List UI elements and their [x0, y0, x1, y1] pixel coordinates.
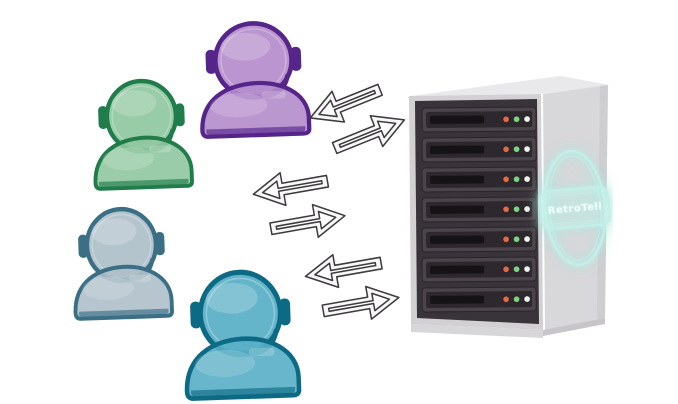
led-indicator	[502, 145, 510, 153]
led-indicator	[502, 295, 510, 303]
drive-slot	[430, 235, 485, 244]
arrow-right-icon	[269, 203, 346, 238]
logo-band-inner	[544, 191, 606, 225]
server-base	[411, 324, 543, 338]
led-indicator	[523, 145, 531, 153]
drive-slot	[430, 115, 485, 124]
server-side-panel	[543, 85, 608, 332]
server-top-face	[411, 76, 610, 96]
drive-bay	[421, 226, 537, 253]
led-indicator	[513, 265, 521, 273]
body-highlight	[210, 93, 268, 118]
arrow-left-icon	[252, 171, 330, 207]
server-side-shade	[597, 85, 608, 319]
drive-bay	[421, 106, 537, 133]
led-indicator	[523, 265, 531, 273]
led-indicator	[513, 115, 521, 123]
body-glint	[128, 274, 152, 283]
led-indicator	[523, 205, 531, 213]
agent-body	[93, 135, 194, 191]
drive-bay	[421, 196, 537, 223]
agent-avatar	[200, 21, 312, 139]
head-highlight	[205, 282, 258, 314]
server-base-side	[543, 318, 605, 336]
drive-slot	[430, 205, 485, 214]
agent-body	[73, 264, 174, 321]
body-highlight	[82, 276, 135, 300]
agent-body	[200, 80, 312, 139]
agent-purple	[190, 14, 318, 140]
body-base-band	[98, 178, 189, 188]
led-indicator	[502, 265, 510, 273]
arrows-top	[299, 65, 415, 171]
led-indicator	[523, 175, 531, 183]
drive-slot	[430, 295, 485, 304]
head-highlight	[111, 90, 157, 117]
led-indicator	[502, 175, 510, 183]
led-indicator	[513, 205, 521, 213]
arrow-left-icon	[309, 83, 384, 123]
led-indicator	[523, 115, 531, 123]
arrows-bottom	[298, 240, 406, 332]
drive-slot	[430, 175, 485, 184]
led-indicator	[513, 295, 521, 303]
arrows-middle	[246, 158, 352, 249]
body-glint	[261, 90, 287, 99]
arrow-right-icon	[331, 115, 406, 155]
led-indicator	[502, 115, 510, 123]
body-base-band	[78, 308, 169, 317]
led-indicator	[513, 145, 521, 153]
arrow-left-icon	[304, 253, 383, 289]
arrow-right-icon	[321, 285, 400, 320]
body-highlight	[102, 147, 155, 171]
body-base-band	[206, 126, 306, 135]
server-illustration: RetroTell	[409, 76, 612, 338]
agent-green	[84, 72, 200, 192]
server-tower: RetroTell	[403, 68, 613, 348]
led-indicator	[502, 205, 510, 213]
agent-avatar	[73, 206, 174, 321]
body-glint	[248, 347, 275, 357]
logo-text: RetroTell	[547, 201, 602, 217]
arrow-pair	[309, 83, 406, 155]
arrow-pair	[252, 171, 346, 238]
logo-ellipse-inner	[548, 155, 602, 261]
drive-bay	[421, 286, 537, 313]
agent-body	[184, 336, 302, 401]
agent-avatar	[93, 78, 194, 191]
agent-teal	[174, 262, 309, 402]
body-highlight	[195, 350, 256, 377]
led-indicator	[523, 295, 531, 303]
drive-slot	[430, 265, 485, 274]
head-highlight	[91, 218, 137, 246]
drive-slot	[430, 145, 485, 154]
led-indicator	[513, 175, 521, 183]
server-bays	[421, 106, 537, 313]
led-indicator	[502, 235, 510, 243]
led-indicator	[513, 235, 521, 243]
led-indicator	[523, 235, 531, 243]
drive-bay	[421, 136, 537, 163]
logo-ellipse-outer	[543, 149, 607, 267]
logo-band	[538, 185, 612, 231]
body-glint	[148, 145, 172, 153]
server-logo: RetroTell	[538, 149, 612, 267]
agent-avatar	[184, 269, 302, 401]
head-highlight	[220, 32, 271, 61]
arrow-pair	[304, 253, 400, 320]
body-base-band	[191, 386, 296, 397]
drive-bay	[421, 166, 537, 193]
agent-steel	[64, 200, 180, 322]
drive-bay	[421, 256, 537, 283]
